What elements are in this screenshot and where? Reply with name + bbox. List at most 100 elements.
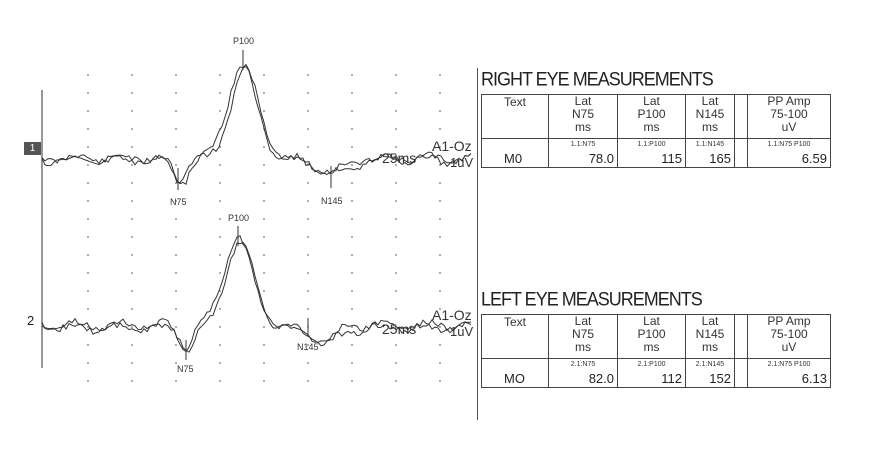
grid-dot [351, 362, 353, 364]
grid-dot [219, 200, 221, 202]
grid-dot [219, 164, 221, 166]
grid-dot [307, 182, 309, 184]
grid-dot [87, 326, 89, 328]
grid-dot [263, 380, 265, 382]
grid-dot [307, 290, 309, 292]
grid-dot [87, 272, 89, 274]
grid-dot [307, 146, 309, 148]
grid-dot [307, 362, 309, 364]
grid-dot [131, 272, 133, 274]
grid-dot [175, 182, 177, 184]
channel-2-traces [41, 235, 472, 353]
grid-dot [351, 200, 353, 202]
grid-dot [351, 164, 353, 166]
grid-dot [263, 362, 265, 364]
waveform-trace [41, 241, 472, 353]
grid-dot [351, 92, 353, 94]
grid-dot [219, 380, 221, 382]
grid-dot [307, 380, 309, 382]
grid-dot [351, 344, 353, 346]
right-eye-title: RIGHT EYE MEASUREMENTS [481, 68, 714, 90]
header-text: Text [481, 314, 549, 359]
grid-dot [439, 92, 441, 94]
grid-dot [219, 236, 221, 238]
grid-dot [131, 236, 133, 238]
grid-dot [439, 308, 441, 310]
grid-dot [395, 380, 397, 382]
grid-dot [175, 254, 177, 256]
grid-dot [307, 308, 309, 310]
grid-dot [87, 92, 89, 94]
grid-dot [131, 254, 133, 256]
grid-dot [395, 200, 397, 202]
channel-2-timebase: 25ms [382, 321, 417, 337]
column-gap [734, 94, 748, 139]
channel-1-p100-label: P100 [233, 36, 255, 46]
channel-1-label[interactable]: 1 [24, 142, 41, 155]
channel-1-gain: 1uV [450, 155, 474, 170]
waveform-trace [41, 63, 472, 185]
column-gap [734, 138, 748, 168]
grid-dot [131, 74, 133, 76]
grid-dot [219, 218, 221, 220]
grid-dot [175, 272, 177, 274]
column-gap [734, 314, 748, 359]
grid-dot [87, 254, 89, 256]
grid-dot [351, 110, 353, 112]
grid-dot [175, 380, 177, 382]
column-gap [734, 358, 748, 388]
grid-dot [395, 146, 397, 148]
grid-dot [395, 74, 397, 76]
grid-dot [219, 182, 221, 184]
grid-dot [395, 344, 397, 346]
grid-dot [263, 92, 265, 94]
grid-dot [439, 146, 441, 148]
grid-dot [131, 362, 133, 364]
grid-dot [307, 236, 309, 238]
grid-dot [439, 344, 441, 346]
grid-dot [395, 164, 397, 166]
channel-2-label[interactable]: 2 [27, 313, 35, 328]
grid-dot [263, 290, 265, 292]
channel-2-p100-label: P100 [228, 213, 250, 223]
grid-dot [439, 200, 441, 202]
grid-dot [307, 218, 309, 220]
grid-dot [351, 146, 353, 148]
channel-1-montage: A1-Oz [432, 138, 472, 154]
grid-dot [351, 272, 353, 274]
grid-dot [439, 74, 441, 76]
grid-dot [87, 308, 89, 310]
grid-dot [87, 344, 89, 346]
grid-dot [263, 218, 265, 220]
grid-dot [439, 326, 441, 328]
grid-dot [439, 218, 441, 220]
grid-dot [395, 272, 397, 274]
grid-dot [263, 110, 265, 112]
grid-dot [439, 128, 441, 130]
grid-dot [395, 308, 397, 310]
grid-dot [351, 326, 353, 328]
grid-dot [87, 74, 89, 76]
grid-dot [351, 218, 353, 220]
grid-dot [263, 326, 265, 328]
grid-dot [351, 128, 353, 130]
grid-dot [131, 182, 133, 184]
grid-dot [175, 362, 177, 364]
grid-dot [219, 110, 221, 112]
grid-dot [351, 236, 353, 238]
grid-dot [175, 218, 177, 220]
grid-dot [87, 200, 89, 202]
